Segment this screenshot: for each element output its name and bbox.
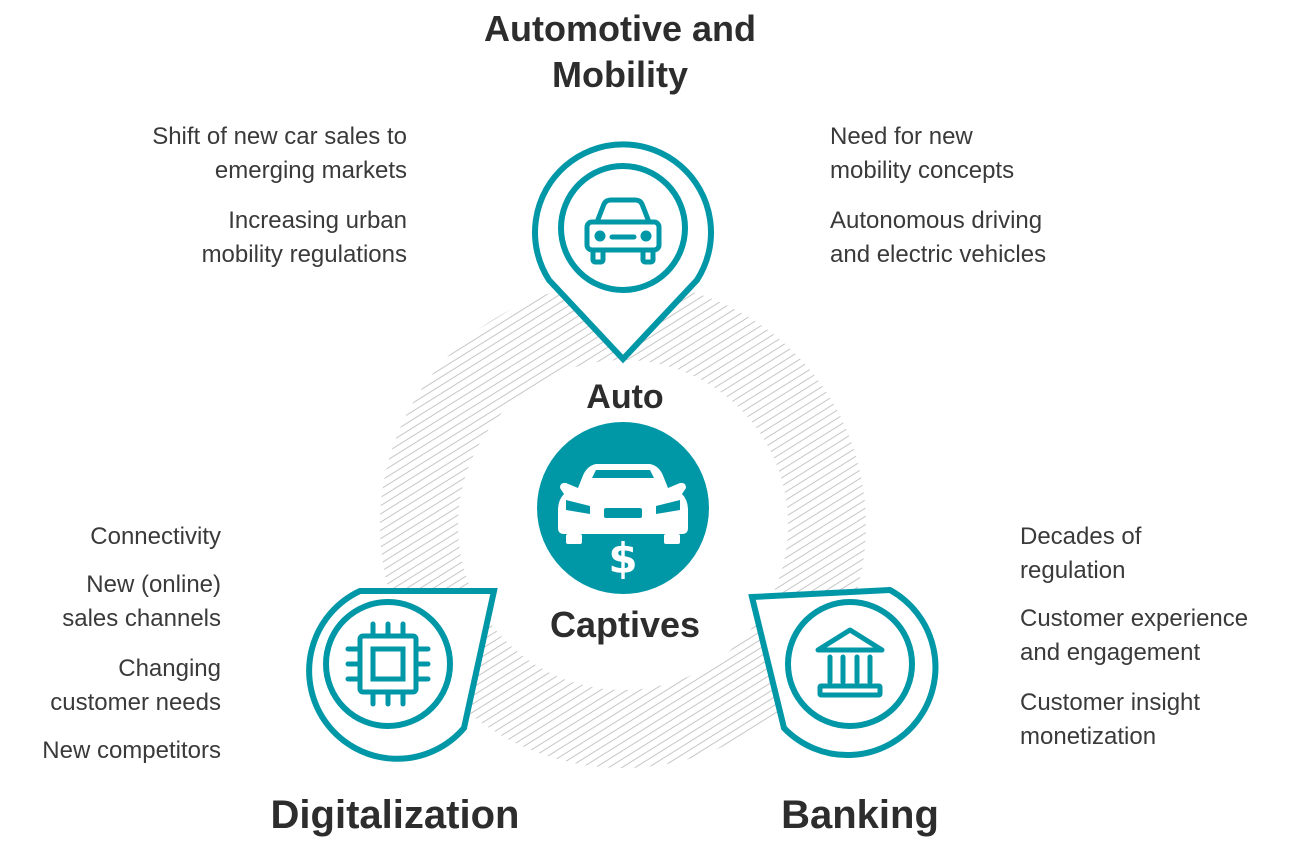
automotive-heading-line: Automotive and (483, 8, 756, 49)
center-hub: $ (537, 422, 709, 594)
car-front-icon (584, 197, 662, 265)
point-line: Changing (118, 655, 221, 682)
point-line: Shift of new car sales to (152, 123, 407, 150)
digitalization-pin (306, 588, 498, 762)
chip-icon (345, 621, 431, 707)
point-line: mobility concepts (830, 157, 1015, 184)
dollar-icon: $ (608, 534, 637, 583)
digitalization-heading: Digitalization (270, 793, 520, 837)
point-line: sales channels (62, 605, 221, 632)
hatched-ring (379, 282, 866, 768)
banking-pin (748, 586, 939, 759)
bank-icon (815, 627, 885, 698)
auto-label: Auto (586, 378, 664, 416)
digitalization-point: Changing customer needs (50, 652, 221, 720)
automotive-point: Shift of new car sales to emerging marke… (152, 120, 407, 188)
point-line: emerging markets (214, 157, 407, 184)
point-line: Decades of (1020, 523, 1142, 550)
point-line: and electric vehicles (830, 241, 1047, 268)
car-dollar-icon: $ (558, 464, 688, 583)
point-line: Autonomous driving (830, 207, 1043, 234)
point-line: New competitors (42, 737, 221, 764)
point-line: mobility regulations (201, 241, 407, 268)
point-line: monetization (1020, 723, 1157, 750)
automotive-point: Autonomous driving and electric vehicles (830, 204, 1046, 272)
banking-heading: Banking (781, 793, 939, 837)
automotive-point: Need for new mobility concepts (830, 120, 1014, 188)
digitalization-point: New (online) sales channels (62, 568, 221, 636)
automotive-pin (532, 141, 714, 364)
banking-point: Decades of regulation (1020, 520, 1141, 588)
automotive-heading: Automotive and Mobility (420, 6, 820, 98)
point-line: Connectivity (90, 523, 221, 550)
point-line: Increasing urban (228, 207, 407, 234)
point-line: Need for new (830, 123, 973, 150)
digitalization-point: Connectivity (90, 520, 221, 554)
point-line: Customer insight (1020, 689, 1201, 716)
banking-point: Customer experience and engagement (1020, 602, 1248, 670)
digitalization-point: New competitors (42, 734, 221, 768)
captives-label: Captives (549, 604, 701, 645)
automotive-heading-line: Mobility (552, 54, 688, 95)
point-line: New (online) (86, 571, 221, 598)
automotive-point: Increasing urban mobility regulations (202, 204, 407, 272)
point-line: customer needs (50, 689, 221, 716)
point-line: and engagement (1020, 639, 1201, 666)
point-line: Customer experience (1020, 605, 1249, 632)
point-line: regulation (1020, 557, 1126, 584)
banking-point: Customer insight monetization (1020, 686, 1200, 754)
